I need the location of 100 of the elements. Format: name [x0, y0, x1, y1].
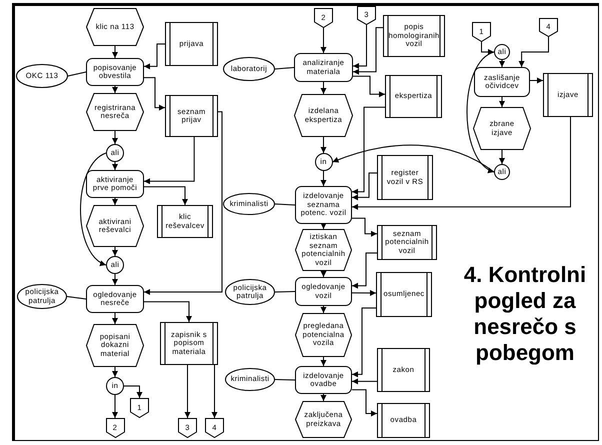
arrow — [499, 60, 505, 68]
event-hexagon — [294, 94, 353, 137]
arrow — [144, 301, 192, 322]
function-box — [295, 186, 352, 224]
role-ellipse — [223, 57, 275, 81]
role-ellipse — [17, 284, 67, 309]
offpage-connector — [130, 398, 149, 418]
event-hexagon — [86, 8, 144, 46]
arrow — [144, 111, 222, 295]
connector-line — [274, 291, 296, 292]
arrow — [320, 28, 326, 54]
connector-circle — [314, 153, 332, 171]
arrow — [112, 130, 118, 144]
arrow — [518, 36, 549, 68]
arrow — [212, 364, 218, 418]
arrow — [112, 246, 118, 256]
event-hexagon — [473, 107, 531, 150]
arrow — [320, 82, 326, 94]
arrow — [352, 252, 378, 289]
connector-circle — [106, 144, 124, 162]
arrow — [352, 76, 386, 98]
connector-circle — [494, 44, 510, 60]
connector-circle — [494, 164, 510, 180]
event-hexagon — [295, 313, 352, 357]
document-box — [543, 73, 593, 117]
arrow — [352, 27, 384, 75]
arrow — [466, 52, 494, 172]
arrow — [320, 270, 326, 278]
event-hexagon — [86, 205, 144, 247]
arrow — [112, 162, 118, 170]
arrow — [320, 356, 326, 366]
arrow — [352, 378, 378, 384]
function-box — [86, 285, 144, 313]
function-box — [86, 58, 144, 86]
document-box — [160, 322, 218, 365]
arrow — [499, 96, 505, 108]
connector-circle — [106, 377, 124, 395]
arrow — [352, 389, 378, 416]
arrow — [332, 144, 494, 172]
arrow — [320, 223, 326, 230]
offpage-connector — [178, 418, 197, 438]
arrow — [352, 290, 376, 296]
arrow — [320, 136, 326, 154]
arrow — [144, 44, 166, 70]
event-hexagon — [86, 324, 144, 367]
document-box — [377, 348, 430, 392]
arrow — [320, 170, 326, 186]
connector-line — [274, 379, 296, 380]
document-box — [385, 75, 442, 118]
arrow — [112, 198, 118, 206]
arrow — [320, 306, 326, 314]
arrow — [499, 150, 505, 164]
offpage-connector — [539, 18, 558, 37]
document-box — [383, 15, 445, 57]
offpage-connector — [314, 8, 333, 28]
role-ellipse — [223, 193, 275, 215]
arrow — [112, 86, 118, 94]
arrow — [80, 152, 106, 266]
offpage-connector — [106, 418, 124, 438]
connector-line — [68, 72, 86, 76]
arrow — [184, 364, 190, 418]
document-box — [376, 272, 432, 317]
offpage-connector — [472, 22, 491, 42]
arrow — [352, 24, 367, 69]
function-box — [295, 366, 352, 394]
document-box — [377, 225, 437, 260]
arrow — [352, 172, 378, 200]
connector-line — [274, 67, 294, 70]
arrow — [112, 366, 118, 378]
arrow — [144, 136, 195, 184]
arrow — [352, 106, 386, 195]
role-ellipse — [16, 64, 68, 88]
connector-circle — [106, 256, 124, 274]
offpage-connector — [205, 418, 224, 438]
event-hexagon — [86, 93, 144, 131]
document-box — [165, 22, 218, 66]
function-box — [295, 277, 352, 306]
arrow — [144, 186, 188, 206]
arrow — [112, 394, 118, 418]
connector-line — [66, 296, 86, 300]
arrow — [352, 308, 376, 378]
document-box — [165, 95, 218, 137]
arrow — [144, 77, 166, 111]
arrow — [352, 218, 378, 237]
function-box — [294, 53, 353, 82]
document-box — [377, 403, 430, 438]
arrow — [481, 42, 494, 55]
arrow — [124, 386, 142, 398]
arrow — [112, 46, 118, 58]
document-box — [377, 155, 433, 200]
arrow — [352, 116, 571, 210]
function-box — [86, 170, 144, 198]
arrow — [320, 394, 326, 402]
event-hexagon — [295, 229, 352, 271]
role-ellipse — [225, 279, 275, 305]
role-ellipse — [225, 368, 275, 391]
arrow — [530, 78, 544, 84]
heading-text: 4. Kontrolni pogled za nesrečo s pobegom — [463, 262, 587, 366]
event-hexagon — [295, 401, 352, 438]
arrow — [112, 312, 118, 324]
